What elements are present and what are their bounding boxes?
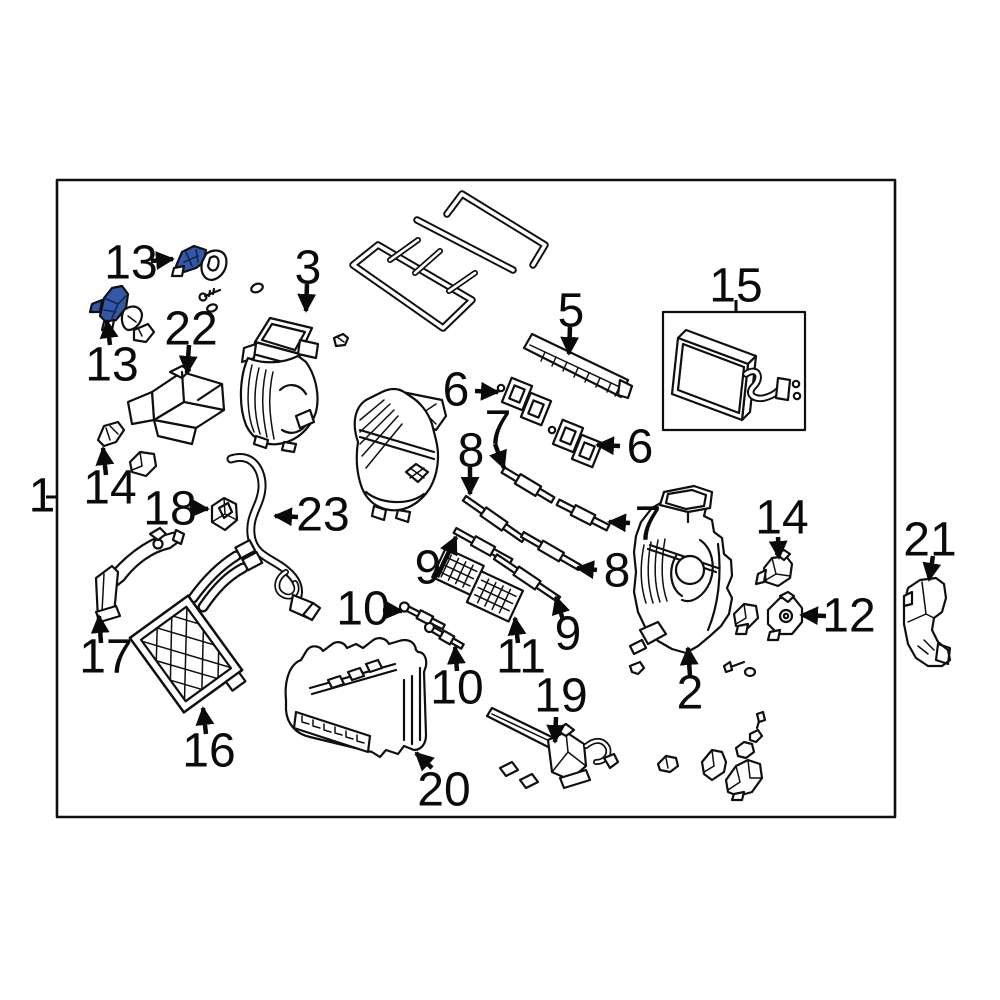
part-18-block xyxy=(210,496,239,532)
callout-arrow-23 xyxy=(273,507,299,527)
part-2-rear-case xyxy=(628,484,734,676)
callout-number-1: 1 xyxy=(29,470,56,523)
callout-number-5: 5 xyxy=(558,285,585,338)
callout-arrow-18 xyxy=(189,498,210,518)
callout-number-16: 16 xyxy=(182,725,235,778)
part-6-bracket-left xyxy=(496,376,553,427)
part-17-pipe-bracket xyxy=(94,526,186,624)
callout-number-3: 3 xyxy=(295,242,322,295)
callout-arrow-9-top xyxy=(434,535,459,578)
part-5-toothed-strip xyxy=(522,332,634,400)
part-22-duct xyxy=(126,364,226,446)
part-4-center-case xyxy=(353,387,448,524)
callout-number-12: 12 xyxy=(822,590,875,643)
callout-arrow-3 xyxy=(297,283,317,313)
callout-number-8-top: 8 xyxy=(458,425,485,478)
seal-strips xyxy=(349,190,549,332)
callout-number-8-right: 8 xyxy=(604,545,631,598)
part-15-inset xyxy=(661,310,807,432)
part-21-duct xyxy=(902,576,952,668)
callout-arrow-19 xyxy=(546,716,566,744)
callout-number-17: 17 xyxy=(79,631,132,684)
callout-number-13-top: 13 xyxy=(104,237,157,290)
callout-arrow-6-left xyxy=(474,381,500,401)
callout-number-6-left: 6 xyxy=(443,364,470,417)
part-10-rod-left xyxy=(398,601,446,631)
part-14-left-clip xyxy=(96,420,158,478)
part-23-hose xyxy=(226,453,322,622)
part-3-upper-case xyxy=(239,316,320,454)
callout-number-14-right: 14 xyxy=(755,492,808,545)
callout-number-7-right: 7 xyxy=(635,498,662,551)
callout-number-21: 21 xyxy=(903,514,956,567)
part-8-rod-upper xyxy=(461,494,527,544)
part-20-lower-case xyxy=(284,637,428,759)
callout-arrow-10-bottom xyxy=(446,645,466,672)
part-12-actuator-motor xyxy=(722,590,804,678)
callout-number-10-left: 10 xyxy=(336,583,389,636)
small-screw-and-clips-top xyxy=(198,282,350,348)
part-7-rod-lower xyxy=(555,498,611,532)
callout-number-20: 20 xyxy=(417,764,470,817)
callout-number-15: 15 xyxy=(709,260,762,313)
callout-number-11: 11 xyxy=(496,631,546,684)
fastener-clips-cluster xyxy=(656,710,767,802)
callout-arrow-2 xyxy=(679,646,699,677)
callout-arrow-17 xyxy=(90,614,110,644)
callout-number-23: 23 xyxy=(296,489,349,542)
callout-number-7-top: 7 xyxy=(485,402,512,455)
callout-arrow-21 xyxy=(922,555,942,582)
callout-arrow-8-right xyxy=(575,560,598,580)
part-13-companion-top xyxy=(200,249,228,282)
callout-arrow-16 xyxy=(195,706,215,735)
callout-arrow-13-top xyxy=(150,251,175,270)
callout-arrow-7-top xyxy=(489,443,507,470)
callout-arrow-11 xyxy=(507,616,527,644)
callout-arrow-14-left xyxy=(95,446,115,476)
part-16-heater-core xyxy=(128,539,264,714)
callout-number-9-bottom: 9 xyxy=(555,608,582,661)
part-9-rod-lower xyxy=(492,553,562,603)
callout-arrow-9-bottom xyxy=(551,595,570,621)
inset-box xyxy=(661,310,807,432)
part-13-companions-left xyxy=(120,305,156,344)
callout-number-13-left: 13 xyxy=(85,339,138,392)
callout-number-6-right: 6 xyxy=(627,421,654,474)
callout-arrow-7-right xyxy=(607,513,631,533)
part-7-rod-upper xyxy=(500,466,556,504)
callout-arrow-13-left xyxy=(99,319,119,346)
callout-arrow-10-left xyxy=(382,600,404,620)
callout-arrow-22 xyxy=(178,344,198,375)
callout-number-22: 22 xyxy=(164,303,217,356)
callout-number-2: 2 xyxy=(677,667,704,720)
callout-number-9-top: 9 xyxy=(415,542,442,595)
callout-number-10-bottom: 10 xyxy=(430,662,483,715)
callout-arrow-6-right xyxy=(595,436,621,456)
callout-arrow-12 xyxy=(799,606,827,626)
callout-arrow-14-right xyxy=(768,536,788,560)
callout-number-19: 19 xyxy=(534,670,587,723)
part-19-lever-assembly xyxy=(485,706,620,790)
part-14-right-actuator xyxy=(754,548,794,588)
callout-arrow-5 xyxy=(560,326,580,356)
callout-arrow-20 xyxy=(414,751,435,772)
part-8-rod-lower xyxy=(519,530,583,572)
callout-number-18: 18 xyxy=(143,483,196,536)
callout-number-14-left: 14 xyxy=(83,462,136,515)
part-6-bracket-right xyxy=(547,418,604,469)
part-13-actuator-top xyxy=(170,244,208,278)
